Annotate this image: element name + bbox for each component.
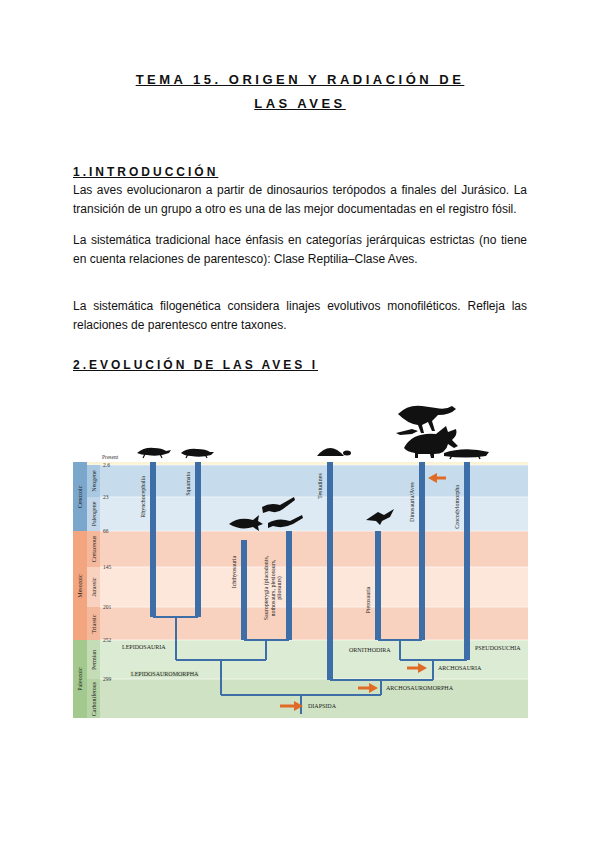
clade-label: LEPIDOSAUROMORPHA: [130, 671, 199, 677]
time-number: 23: [103, 495, 109, 501]
clade-label: PSEUDOSUCHIA: [474, 645, 522, 651]
period-band: Triassic: [87, 607, 100, 640]
band-label: Paleogene: [91, 502, 97, 527]
taxon-label: Testudines: [317, 473, 324, 499]
band-label: Triassic: [91, 614, 97, 633]
band-label: Neogene: [91, 470, 97, 491]
taxon-label: Squamata: [185, 472, 192, 496]
time-number: 201: [103, 605, 111, 611]
time-number: 252: [103, 638, 111, 644]
clade-label: ORNITHODIRA: [348, 647, 392, 653]
band-label: Cenozoic: [77, 485, 83, 508]
taxon-label: Rhynchocephalia: [140, 476, 147, 518]
time-number: Present: [102, 455, 118, 461]
clade-label: LEPIDOSAURIA: [121, 644, 167, 650]
clade-label: ARCHOSAURIA: [437, 665, 482, 671]
period-band: Jurassic: [87, 567, 100, 607]
time-number: 145: [103, 565, 111, 571]
clade-label: DIAPSIDA: [307, 703, 337, 709]
paragraph: La sistemática filogenética considera li…: [73, 297, 527, 335]
section-heading: 2.EVOLUCIÓN DE LAS AVES I: [73, 358, 318, 372]
page-title: TEMA 15. ORIGEN Y RADIACIÓN DE LAS AVES: [125, 68, 475, 116]
paragraph: Las aves evolucionaron a partir de dinos…: [73, 181, 527, 219]
time-number: 66: [103, 529, 109, 535]
paragraph: La sistemática tradicional hace énfasis …: [73, 231, 527, 269]
taxon-label: Ichthyosauria: [231, 556, 238, 589]
section-heading: 1.INTRODUCCIÓN: [73, 165, 218, 179]
period-band: Carboniferous: [87, 679, 100, 718]
time-number: 299: [103, 677, 111, 683]
era-band: Mesozoic: [73, 531, 87, 640]
era-band: Paleozoic: [73, 640, 87, 718]
taxon-label: Crocodylomorpha: [454, 485, 461, 529]
clade-label: ARCHOSAUROMORPHA: [385, 685, 454, 691]
band-label: Carboniferous: [91, 681, 97, 715]
taxon-label: Dinosauria/Aves: [409, 482, 416, 522]
band-label: Permian: [91, 650, 97, 670]
band-label: Jurassic: [91, 578, 97, 597]
time-number: 2.6: [103, 463, 110, 469]
period-band: Paleogene: [87, 497, 100, 531]
band-label: Mesozoic: [77, 574, 83, 597]
band-label: Cretaceous: [91, 536, 97, 563]
taxon-label: Pterosauria: [365, 587, 372, 614]
taxon-label: Sauropterygia (placodonts, nothosaurs, p…: [263, 548, 283, 628]
period-band: Cretaceous: [87, 531, 100, 567]
period-band: Permian: [87, 640, 100, 679]
era-band: Cenozoic: [73, 462, 87, 531]
band-label: Paleozoic: [77, 667, 83, 690]
period-band: Neogene: [87, 465, 100, 497]
